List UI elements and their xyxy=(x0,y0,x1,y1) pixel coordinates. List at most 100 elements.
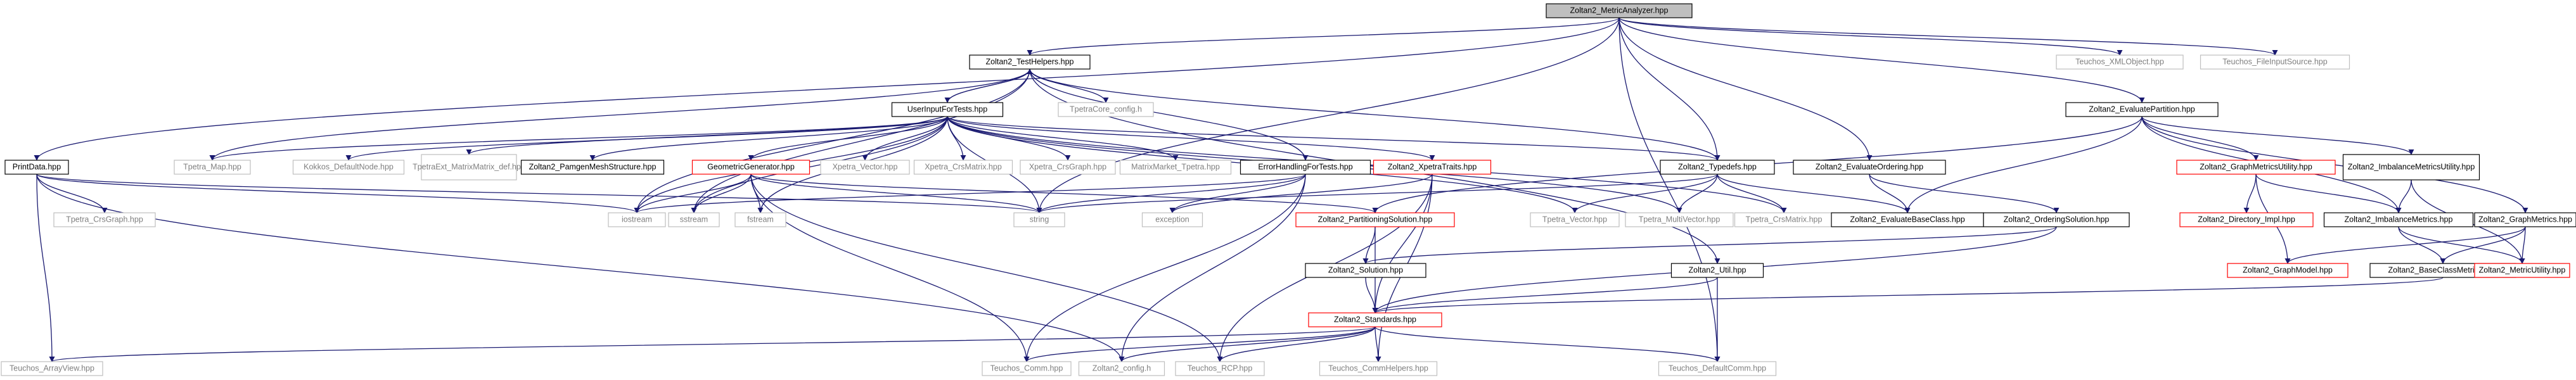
node-label: ErrorHandlingForTests.hpp xyxy=(1258,162,1352,171)
node-xpetra-traits[interactable]: Zoltan2_XpetraTraits.hpp xyxy=(1373,160,1492,175)
edge-typedefs-to-evaluate-base-class xyxy=(1717,174,1911,213)
node-pamgen-mesh-structure[interactable]: Zoltan2_PamgenMeshStructure.hpp xyxy=(520,160,665,175)
node-label: Zoltan2_config.h xyxy=(1093,364,1151,372)
node-label: Teuchos_ArrayView.hpp xyxy=(10,364,94,372)
node-tpetra-ext-matrix-matrix: TpetraExt_MatrixMatrix_def.hpp xyxy=(413,154,525,180)
edge-test-helpers-to-typedefs xyxy=(1029,68,1721,161)
node-box xyxy=(820,160,910,175)
node-graph-metrics-utility[interactable]: Zoltan2_GraphMetricsUtility.hpp xyxy=(2176,160,2336,175)
node-box xyxy=(1319,361,1438,376)
edge-test-helpers-to-sstream xyxy=(691,68,1030,213)
node-print-data[interactable]: PrintData.hpp xyxy=(4,160,69,175)
edge-metric-analyzer-to-file-input-source xyxy=(1618,17,2278,56)
edge-evaluate-partition-to-graph-metrics-utility xyxy=(2141,116,2259,161)
node-label: Tpetra_MultiVector.hpp xyxy=(1639,215,1721,224)
edge-evaluate-partition-to-evaluate-base-class xyxy=(1904,116,2143,213)
node-standards[interactable]: Zoltan2_Standards.hpp xyxy=(1308,312,1442,327)
edge-metric-analyzer-to-print-data xyxy=(34,17,1620,161)
node-evaluate-base-class[interactable]: Zoltan2_EvaluateBaseClass.hpp xyxy=(1831,212,1984,227)
node-box xyxy=(1175,361,1265,376)
node-box xyxy=(913,160,1013,175)
node-box xyxy=(2179,212,2314,227)
node-box xyxy=(691,160,811,175)
edge-util-to-standards xyxy=(1372,277,1718,314)
edge-print-data-to-tpetra-crs-graph xyxy=(36,174,108,213)
edge-metric-analyzer-to-xml-object xyxy=(1618,17,2123,56)
node-imbalance-metrics[interactable]: Zoltan2_ImbalanceMetrics.hpp xyxy=(2323,212,2474,227)
edge-metric-analyzer-to-string xyxy=(1036,17,1620,213)
node-exception: exception xyxy=(1141,212,1203,227)
edge-graph-metrics-to-base-class-metrics xyxy=(2440,226,2526,264)
edge-typedefs-to-tpetra-multi-vector xyxy=(1676,174,1718,213)
node-directory-impl[interactable]: Zoltan2_Directory_Impl.hpp xyxy=(2179,212,2314,227)
node-label: Zoltan2_EvaluatePartition.hpp xyxy=(2089,104,2195,113)
node-box xyxy=(1670,263,1764,278)
node-typedefs[interactable]: Zoltan2_Typedefs.hpp xyxy=(1660,160,1775,175)
edge-user-input-for-tests-to-typedefs xyxy=(947,116,1721,161)
node-sstream: sstream xyxy=(668,212,720,227)
edge-partitioning-solution-to-solution xyxy=(1362,226,1376,264)
node-graph-model[interactable]: Zoltan2_GraphModel.hpp xyxy=(2227,263,2349,278)
node-label: Zoltan2_MetricUtility.hpp xyxy=(2479,265,2566,274)
node-box xyxy=(1793,160,1946,175)
edge-user-input-for-tests-to-pamgen-mesh-structure xyxy=(589,116,948,161)
node-box xyxy=(2227,263,2349,278)
node-evaluate-ordering[interactable]: Zoltan2_EvaluateOrdering.hpp xyxy=(1793,160,1946,175)
node-default-comm: Teuchos_DefaultComm.hpp xyxy=(1658,361,1777,376)
node-partitioning-solution[interactable]: Zoltan2_PartitioningSolution.hpp xyxy=(1295,212,1455,227)
edge-standards-to-comm xyxy=(1023,326,1376,362)
edge-print-data-to-string xyxy=(36,174,1042,213)
node-label: Zoltan2_MetricAnalyzer.hpp xyxy=(1570,6,1669,15)
node-imbalance-metrics-utility[interactable]: Zoltan2_ImbalanceMetricsUtility.hpp xyxy=(2342,154,2480,180)
edge-geometric-generator-to-comm xyxy=(750,174,1030,362)
node-box xyxy=(2474,212,2576,227)
node-util[interactable]: Zoltan2_Util.hpp xyxy=(1670,263,1764,278)
node-label: Zoltan2_XpetraTraits.hpp xyxy=(1388,162,1477,171)
edge-error-handling-for-tests-to-comm xyxy=(1023,174,1306,362)
node-label: Tpetra_CrsMatrix.hpp xyxy=(1746,215,1823,224)
edge-error-handling-for-tests-to-zoltan2-config xyxy=(1118,174,1306,362)
edge-graph-metrics-utility-to-imbalance-metrics xyxy=(2255,174,2402,213)
edge-user-input-for-tests-to-tpetra-ext-matrix-matrix xyxy=(466,116,948,155)
edge-test-helpers-to-iostream xyxy=(634,68,1030,213)
node-box xyxy=(969,54,1091,70)
edge-test-helpers-to-error-handling-for-tests xyxy=(1029,68,1309,161)
node-comm: Teuchos_Comm.hpp xyxy=(982,361,1072,376)
node-box xyxy=(1058,102,1154,117)
node-label: TpetraExt_MatrixMatrix_def.hpp xyxy=(413,162,525,171)
node-label: Zoltan2_OrderingSolution.hpp xyxy=(2004,215,2110,224)
node-test-helpers[interactable]: Zoltan2_TestHelpers.hpp xyxy=(969,54,1091,70)
node-label: MatrixMarket_Tpetra.hpp xyxy=(1131,162,1220,171)
node-metric-analyzer[interactable]: Zoltan2_MetricAnalyzer.hpp xyxy=(1546,3,1693,18)
node-solution[interactable]: Zoltan2_Solution.hpp xyxy=(1305,263,1426,278)
node-user-input-for-tests[interactable]: UserInputForTests.hpp xyxy=(891,102,1004,117)
node-graph-metrics[interactable]: Zoltan2_GraphMetrics.hpp xyxy=(2474,212,2576,227)
node-label: Zoltan2_GraphModel.hpp xyxy=(2243,265,2333,274)
node-label: string xyxy=(1030,215,1049,224)
edge-test-helpers-to-tpetra-map xyxy=(209,68,1030,161)
node-metric-utility[interactable]: Zoltan2_MetricUtility.hpp xyxy=(2474,263,2570,278)
node-box xyxy=(1625,212,1734,227)
node-error-handling-for-tests[interactable]: ErrorHandlingForTests.hpp xyxy=(1240,160,1371,175)
node-label: Zoltan2_ImbalanceMetricsUtility.hpp xyxy=(2348,162,2475,171)
node-box xyxy=(1240,160,1371,175)
node-label: Zoltan2_Directory_Impl.hpp xyxy=(2198,215,2295,224)
node-zoltan2-config: Zoltan2_config.h xyxy=(1078,361,1165,376)
node-box xyxy=(1013,212,1065,227)
edge-print-data-to-zoltan2-config xyxy=(36,174,1125,362)
node-box xyxy=(2474,263,2570,278)
edge-imbalance-metrics-to-metric-utility xyxy=(2398,226,2525,264)
node-label: Zoltan2_Typedefs.hpp xyxy=(1678,162,1757,171)
edge-standards-to-comm-helpers xyxy=(1375,326,1381,362)
node-label: Zoltan2_Solution.hpp xyxy=(1328,265,1403,274)
node-box xyxy=(292,160,405,175)
node-evaluate-partition[interactable]: Zoltan2_EvaluatePartition.hpp xyxy=(2065,102,2219,117)
node-ordering-solution[interactable]: Zoltan2_OrderingSolution.hpp xyxy=(1983,212,2130,227)
node-box xyxy=(1119,160,1232,175)
node-box xyxy=(1020,160,1116,175)
edge-typedefs-to-tpetra-crs-matrix xyxy=(1717,174,1787,213)
node-file-input-source: Teuchos_FileInputSource.hpp xyxy=(2200,54,2350,70)
node-geometric-generator[interactable]: GeometricGenerator.hpp xyxy=(691,160,811,175)
node-label: Zoltan2_GraphMetrics.hpp xyxy=(2478,215,2572,224)
